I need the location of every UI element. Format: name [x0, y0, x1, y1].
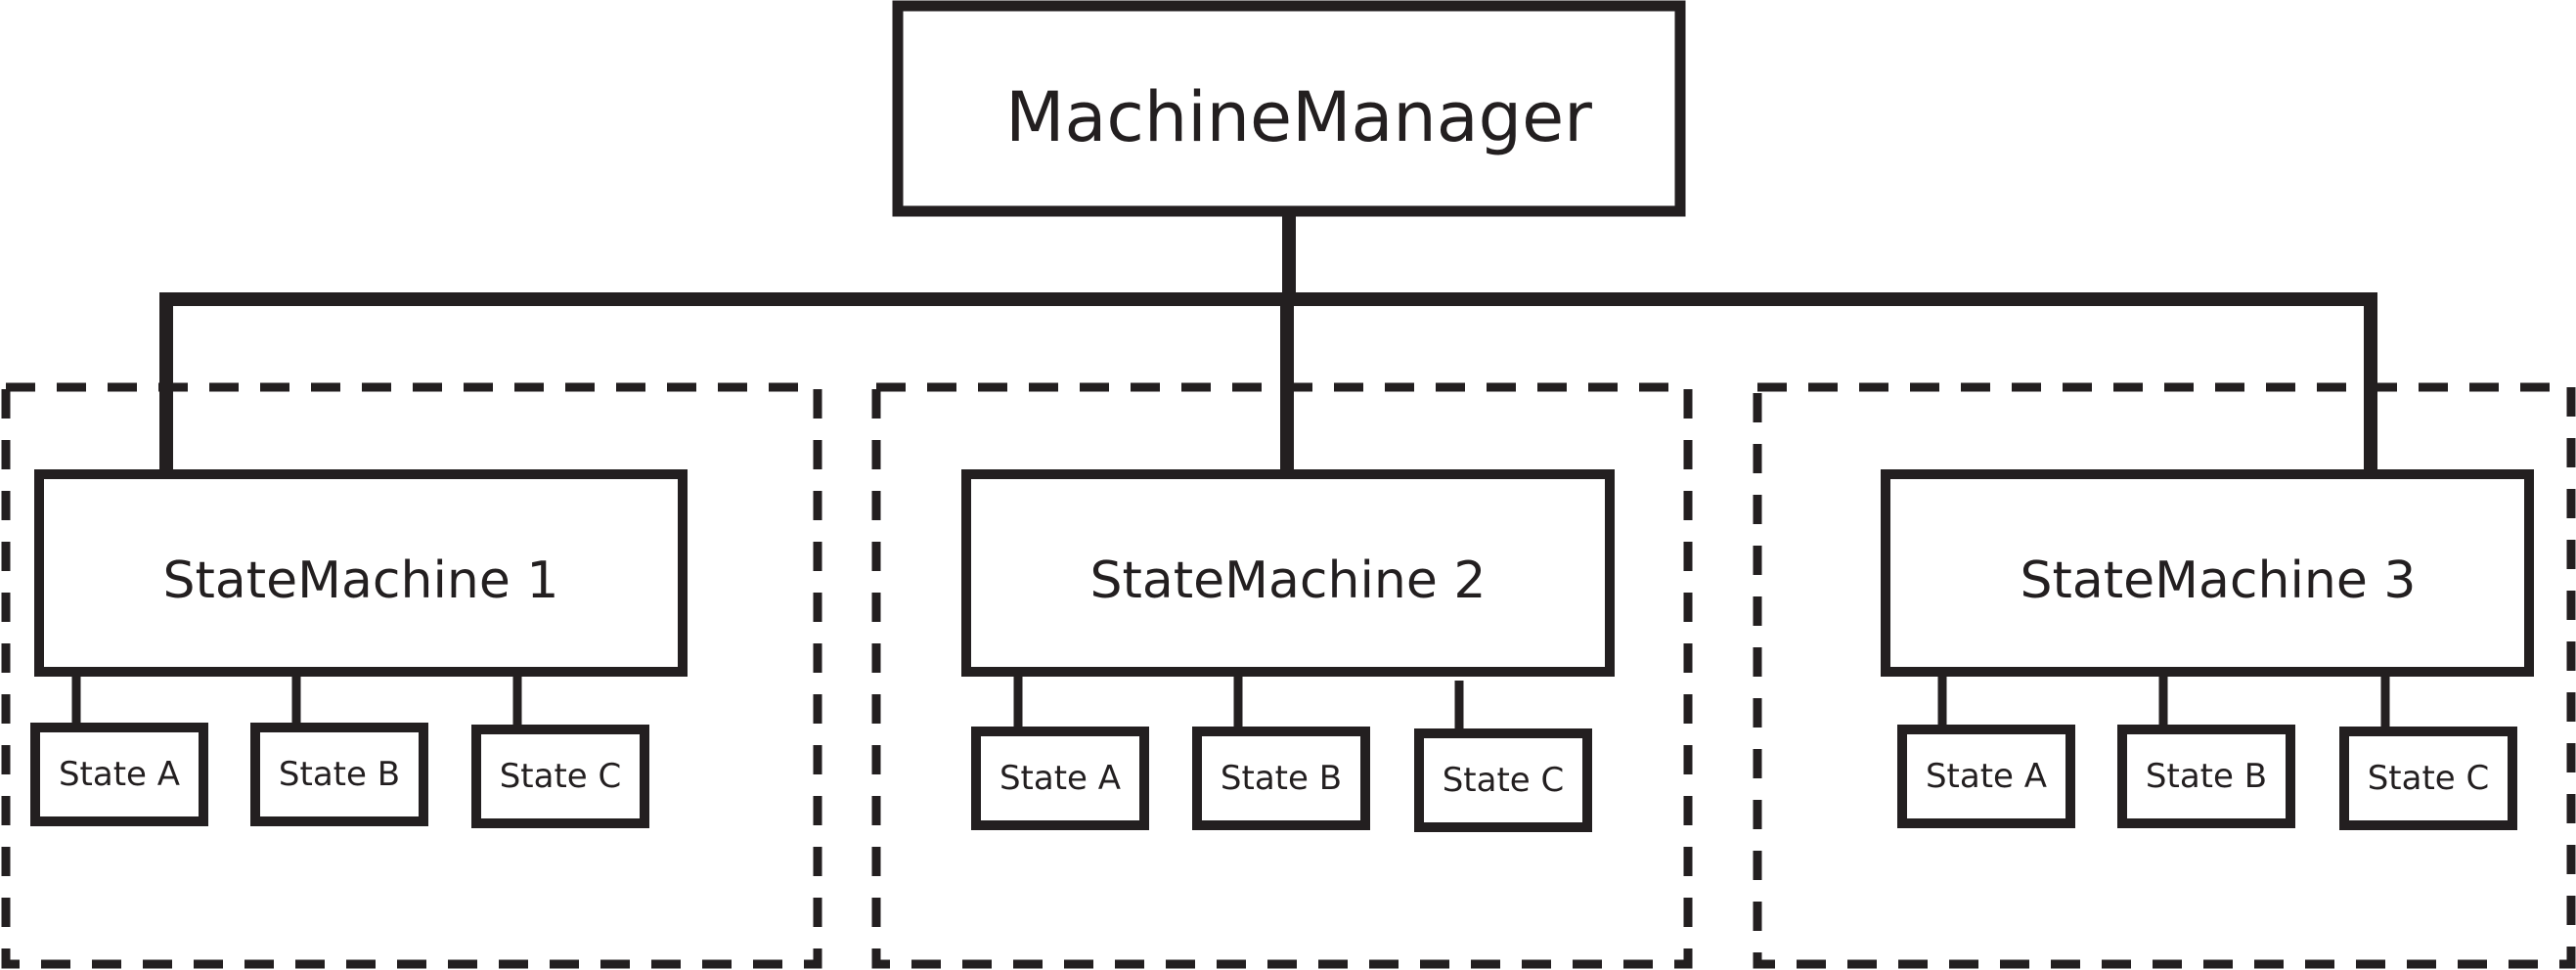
machine-group-1 — [1, 382, 822, 969]
node-statemachine-2: StateMachine 2 — [961, 469, 1615, 677]
node-statemachine-1-label: StateMachine 1 — [163, 551, 559, 610]
node-sm2-state-a: State A — [971, 727, 1149, 830]
node-sm3-state-c-label: State C — [2368, 759, 2490, 798]
node-sm2-state-c-label: State C — [1443, 761, 1565, 800]
node-sm3-state-a: State A — [1897, 725, 2075, 828]
node-sm2-state-c: State C — [1414, 728, 1592, 832]
node-machine-manager: MachineManager — [892, 0, 1686, 217]
node-sm1-state-b-label: State B — [279, 755, 400, 794]
machine-group-3 — [1753, 382, 2576, 969]
node-machine-manager-label: MachineManager — [1005, 77, 1592, 157]
node-sm3-state-b: State B — [2117, 725, 2295, 828]
machine-group-2 — [871, 382, 1693, 969]
node-sm1-state-a-label: State A — [59, 755, 180, 794]
node-sm2-state-b-label: State B — [1221, 759, 1342, 798]
node-sm2-state-b: State B — [1192, 727, 1370, 830]
node-sm2-state-a-label: State A — [999, 759, 1121, 798]
node-sm3-state-a-label: State A — [1926, 757, 2047, 796]
node-statemachine-1: StateMachine 1 — [34, 469, 688, 677]
node-sm1-state-b: State B — [250, 723, 428, 826]
node-sm3-state-c: State C — [2339, 727, 2517, 830]
node-statemachine-2-label: StateMachine 2 — [1090, 551, 1487, 610]
node-sm1-state-a: State A — [30, 723, 208, 826]
node-statemachine-3: StateMachine 3 — [1881, 469, 2534, 677]
node-sm1-state-c: State C — [471, 725, 649, 828]
node-statemachine-3-label: StateMachine 3 — [2021, 551, 2417, 610]
node-sm1-state-c-label: State C — [500, 757, 622, 796]
node-sm3-state-b-label: State B — [2146, 757, 2267, 796]
